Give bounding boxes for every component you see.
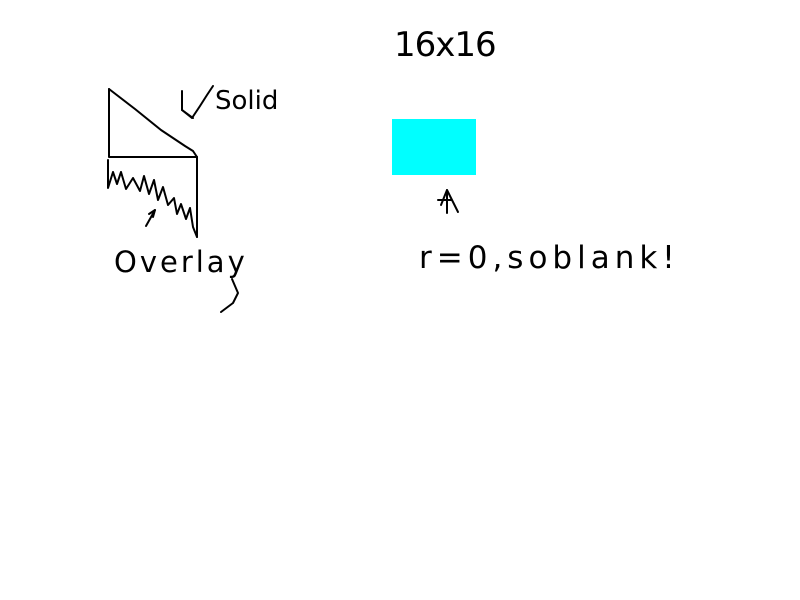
swatch-arrow-icon	[437, 189, 459, 214]
sketch-title: 16x16	[394, 25, 496, 65]
solid-triangle-shape	[108, 88, 198, 158]
solid-arrow-icon	[181, 85, 214, 119]
overlay-tail-stroke	[220, 278, 239, 313]
solid-label: Solid	[215, 86, 278, 116]
note-text: r=0,soblank!	[419, 240, 680, 276]
overlay-arrow-icon	[145, 209, 156, 227]
overlay-jagged-shape	[107, 156, 198, 238]
overlay-label: Overlay	[114, 245, 248, 279]
cyan-swatch	[392, 119, 476, 175]
